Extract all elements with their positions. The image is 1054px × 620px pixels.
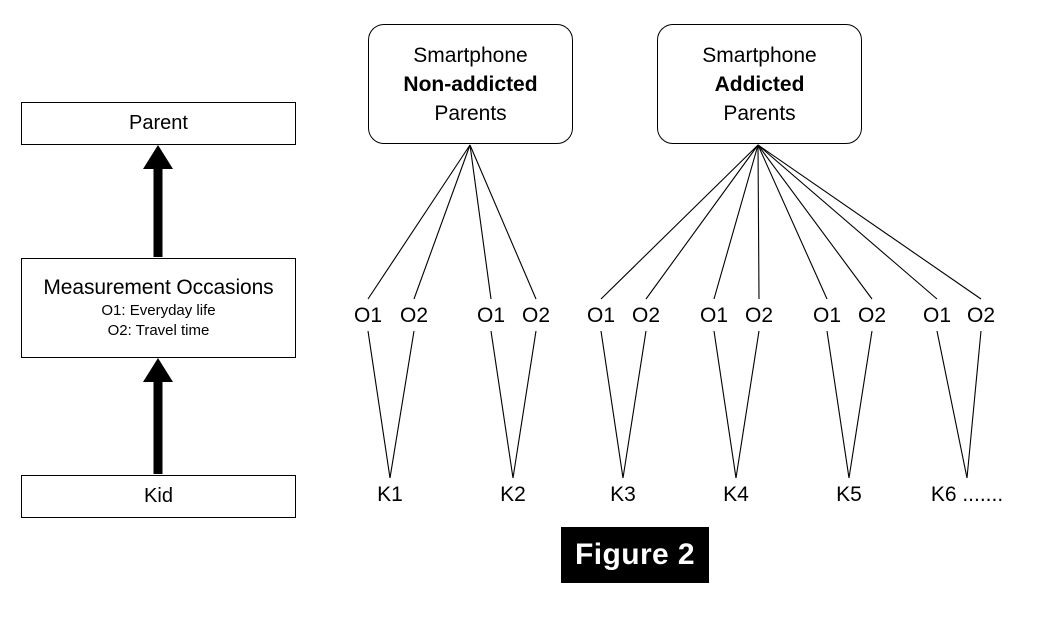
edge-occasion-to-kid	[367, 330, 391, 479]
group-nonaddicted-line1: Smartphone	[413, 43, 528, 67]
legend-measurement-o1: O1: Everyday life	[101, 302, 216, 319]
legend-parent-label: Parent	[129, 112, 188, 134]
group-nonaddicted-line3: Parents	[434, 101, 507, 125]
edge-group-to-occasion	[757, 144, 760, 300]
edge-occasion-to-kid	[713, 330, 737, 479]
edge-occasion-to-kid	[389, 330, 415, 479]
edge-group-to-occasion	[469, 144, 537, 300]
legend-measurement-title: Measurement Occasions	[43, 276, 274, 299]
group-addicted-line3: Parents	[723, 101, 796, 125]
tree-edges	[367, 144, 982, 479]
group-box-addicted-parents: Smartphone Addicted Parents	[657, 24, 862, 144]
occasion-label-o2: O2	[744, 304, 774, 327]
occasion-label-o1: O1	[922, 304, 952, 327]
legend-box-measurement-occasions: Measurement Occasions O1: Everyday life …	[21, 258, 296, 358]
edge-occasion-to-kid	[622, 330, 647, 479]
legend-kid-label: Kid	[144, 485, 173, 507]
occasion-label-o2: O2	[521, 304, 551, 327]
edge-group-to-occasion	[713, 144, 759, 300]
kid-label-k6: K6 .......	[930, 483, 1004, 506]
occasion-label-o1: O1	[476, 304, 506, 327]
edge-occasion-to-kid	[826, 330, 850, 479]
edge-occasion-to-kid	[966, 330, 982, 479]
kid-label-k5: K5	[836, 483, 862, 506]
occasion-label-o2: O2	[857, 304, 887, 327]
edge-occasion-to-kid	[735, 330, 760, 479]
group-addicted-line1: Smartphone	[702, 43, 817, 67]
occasion-label-o1: O1	[353, 304, 383, 327]
kid-label-k1: K1	[377, 483, 403, 506]
occasion-label-o1: O1	[586, 304, 616, 327]
kid-label-k4: K4	[723, 483, 749, 506]
occasion-label-o2: O2	[631, 304, 661, 327]
group-addicted-line2: Addicted	[714, 72, 805, 96]
edge-group-to-occasion	[600, 144, 759, 300]
edge-group-to-occasion	[757, 144, 938, 300]
edge-occasion-to-kid	[600, 330, 624, 479]
legend-box-parent: Parent	[21, 102, 296, 145]
figure-caption: Figure 2	[561, 527, 709, 583]
edge-group-to-occasion	[757, 144, 828, 300]
edge-occasion-to-kid	[848, 330, 873, 479]
occasion-label-o2: O2	[399, 304, 429, 327]
legend-box-kid: Kid	[21, 475, 296, 518]
edge-occasion-to-kid	[512, 330, 537, 479]
edge-group-to-occasion	[413, 144, 471, 300]
edge-group-to-occasion	[469, 144, 492, 300]
kid-label-k2: K2	[500, 483, 526, 506]
occasion-label-o1: O1	[812, 304, 842, 327]
edge-group-to-occasion	[367, 144, 471, 300]
edge-group-to-occasion	[757, 144, 982, 300]
kid-label-k3: K3	[610, 483, 636, 506]
edge-occasion-to-kid	[490, 330, 514, 479]
legend-measurement-o2: O2: Travel time	[107, 322, 210, 339]
arrow-measurement-to-parent	[143, 145, 173, 257]
occasion-label-o1: O1	[699, 304, 729, 327]
occasion-label-o2: O2	[966, 304, 996, 327]
edge-group-to-occasion	[645, 144, 759, 300]
arrow-kid-to-measurement	[143, 358, 173, 474]
edge-group-to-occasion	[757, 144, 873, 300]
group-nonaddicted-line2: Non-addicted	[403, 72, 538, 96]
edge-occasion-to-kid	[936, 330, 968, 479]
group-box-non-addicted-parents: Smartphone Non-addicted Parents	[368, 24, 573, 144]
